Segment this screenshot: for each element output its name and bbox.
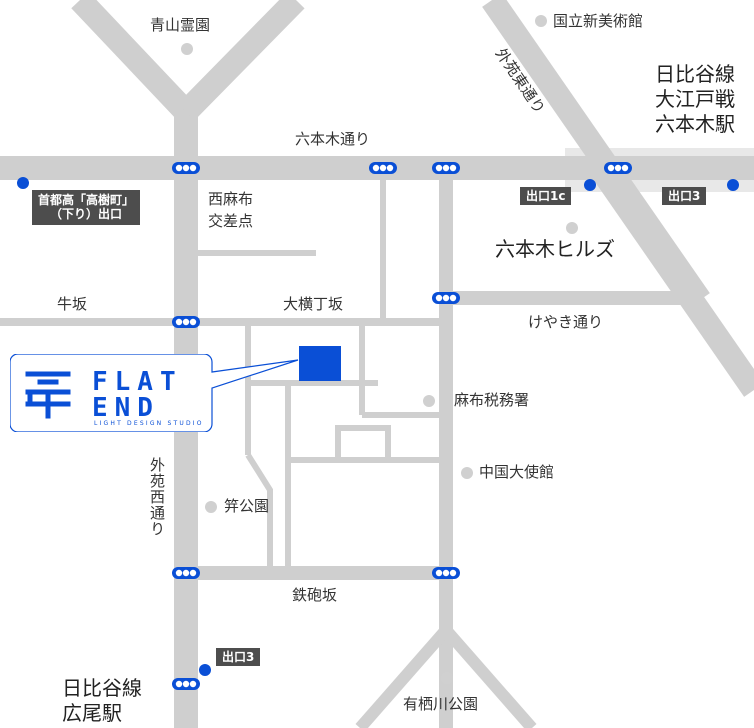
- label-nishiazabu-crossing: 西麻布 交差点: [208, 189, 253, 233]
- callout-bubble: [10, 354, 299, 432]
- label-roppongi-station: 日比谷線 大江戸戦 六本木駅: [655, 62, 735, 137]
- label-sasa-park: 笄公園: [224, 497, 270, 515]
- traffic-light-icon: [432, 567, 460, 579]
- label-china-embassy: 中国大使館: [479, 463, 555, 481]
- poi-dot-aoyama: [181, 43, 193, 55]
- badge-exit-3-hiroo: 出口3: [216, 648, 261, 667]
- poi-dot-arisugawa: [441, 672, 453, 684]
- road-roppongi-right: [590, 161, 754, 397]
- label-roppongi-hills: 六本木ヒルズ: [495, 237, 615, 261]
- street-loop: [335, 425, 391, 460]
- road-aoyama-right: [177, 0, 305, 121]
- traffic-light-icon: [172, 678, 200, 690]
- label-line-1: 日比谷線: [655, 62, 735, 86]
- label-line-1: 日比谷線: [62, 676, 142, 700]
- label-azabu-tax-office: 麻布税務署: [454, 391, 530, 409]
- traffic-light-icon: [172, 316, 200, 328]
- traffic-light-icon: [172, 567, 200, 579]
- exit-marker-1c: [584, 179, 596, 191]
- label-national-art-center: 国立新美術館: [553, 12, 644, 30]
- poi-dot-kokuritsu: [535, 15, 547, 27]
- logo-line-flat: FLAT: [92, 367, 183, 397]
- label-line-1: 西麻布: [208, 190, 254, 208]
- label-keyaki-dori: けやき通り: [528, 313, 604, 331]
- badge-line-2: （下り）出口: [50, 207, 123, 222]
- destination-building-marker: [299, 346, 341, 381]
- label-roppongi-dori: 六本木通り: [295, 130, 371, 148]
- poi-dot-hills: [566, 222, 578, 234]
- traffic-light-icon: [432, 162, 460, 174]
- traffic-light-icon: [432, 292, 460, 304]
- exit-marker-3-hiroo: [199, 664, 211, 676]
- exit-marker-3-roppongi: [727, 179, 739, 191]
- road-aoyama-left: [71, 0, 195, 121]
- label-arisugawa-park: 有栖川公園: [403, 695, 479, 713]
- poi-dot-china-embassy: [461, 467, 473, 479]
- road-south-fork-right: [441, 626, 537, 728]
- traffic-light-icon: [369, 162, 397, 174]
- label-line-3: 六本木駅: [655, 112, 735, 136]
- label-line-2: 大江戸戦: [655, 87, 735, 111]
- label-line-2: 広尾駅: [62, 701, 122, 725]
- label-ushizaka: 牛坂: [57, 295, 88, 313]
- label-teppozaka: 鉄砲坂: [292, 586, 338, 604]
- logo-callout: FLAT END LIGHT DESIGN STUDIO: [10, 354, 299, 432]
- badge-line-1: 首都高「高樹町」: [38, 193, 135, 207]
- badge-exit-3-roppongi: 出口3: [662, 187, 707, 206]
- logo-tagline: LIGHT DESIGN STUDIO: [94, 420, 204, 427]
- label-aoyama-cemetery: 青山霊園: [150, 16, 211, 34]
- badge-exit-1c: 出口1c: [520, 187, 572, 206]
- poi-dot-sasa-park: [205, 501, 217, 513]
- label-hiroo-station: 日比谷線 広尾駅: [62, 676, 142, 726]
- logo-line-end: END: [92, 393, 160, 423]
- label-ooyokocho-zaka: 大横丁坂: [283, 295, 344, 313]
- exit-marker-shuto: [17, 177, 29, 189]
- street-curve: [245, 453, 273, 573]
- poi-dot-zeimusho: [423, 395, 435, 407]
- label-gaien-nishi-dori: 外苑西通り: [148, 457, 166, 537]
- traffic-light-icon: [172, 162, 200, 174]
- road-south-fork-left: [355, 626, 451, 728]
- traffic-lights: [172, 162, 632, 690]
- badge-shuto-exit: 首都高「高樹町」 （下り）出口: [32, 190, 141, 225]
- flat-end-mark-icon: [25, 371, 71, 419]
- traffic-light-icon: [604, 162, 632, 174]
- label-line-2: 交差点: [208, 211, 254, 230]
